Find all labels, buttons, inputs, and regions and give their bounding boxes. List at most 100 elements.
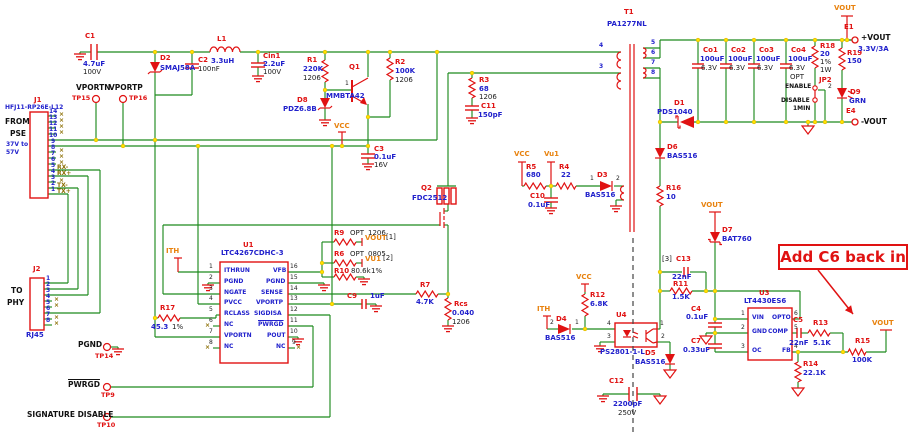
schematic-label: × bbox=[59, 129, 65, 136]
schematic-label: PDS1040 bbox=[657, 108, 693, 116]
schematic-label: 3 bbox=[46, 287, 51, 294]
schematic-label: R2 bbox=[395, 58, 406, 66]
schematic-label: 1 bbox=[590, 175, 594, 182]
schematic-label: 1% bbox=[371, 267, 383, 275]
schematic-label: U1 bbox=[243, 241, 254, 249]
schematic-label: 10 bbox=[49, 132, 58, 139]
schematic-label: Co1 bbox=[703, 46, 718, 54]
schematic-label: BAS516 bbox=[667, 152, 698, 160]
schematic-label: D8 bbox=[297, 96, 308, 104]
schematic-label: LT4430ES6 bbox=[744, 297, 787, 305]
schematic-label: 16V bbox=[374, 161, 388, 169]
schematic-label: 1% bbox=[172, 323, 184, 331]
schematic-label: OC bbox=[752, 347, 762, 354]
schematic-label: 2 bbox=[46, 281, 51, 288]
schematic-label: × bbox=[54, 320, 60, 327]
schematic-label: 1% bbox=[820, 58, 832, 66]
schematic-label: R9 bbox=[334, 229, 345, 237]
schematic-label: PWRGD bbox=[258, 321, 284, 328]
schematic-label: 2 bbox=[550, 319, 554, 326]
schematic-label: 9 bbox=[292, 339, 296, 346]
schematic-label: R7 bbox=[420, 281, 431, 289]
schematic-label: 57V bbox=[6, 149, 19, 156]
schematic-label: R13 bbox=[813, 319, 829, 327]
schematic-label: 12 bbox=[49, 120, 58, 127]
testpoint-label: TP15 bbox=[72, 94, 91, 102]
schematic-label: 1uF bbox=[370, 292, 385, 300]
schematic-label: 45.3 bbox=[151, 323, 169, 331]
schematic-label: × bbox=[54, 302, 60, 309]
schematic-label: PGND bbox=[78, 340, 103, 349]
schematic-label: C5 bbox=[793, 316, 804, 324]
schematic-label: 3 bbox=[607, 333, 611, 340]
schematic-label: D1 bbox=[674, 99, 685, 107]
net-label: Vu1 bbox=[544, 150, 560, 158]
net-label: VOUT bbox=[834, 4, 856, 12]
schematic-label: TX- bbox=[57, 182, 68, 189]
schematic-label: 2 bbox=[209, 274, 213, 281]
schematic-label: NC bbox=[224, 321, 234, 328]
schematic-label: R18 bbox=[820, 42, 836, 50]
schematic-label: PWRGD bbox=[68, 380, 100, 389]
schematic-label: 2200pF bbox=[613, 400, 643, 408]
schematic-label: TX+ bbox=[57, 188, 71, 195]
schematic-label: 4 bbox=[599, 42, 604, 49]
schematic-label: Rcs bbox=[454, 300, 468, 308]
schematic-label: 7 bbox=[46, 311, 51, 318]
schematic-label: 6.3V bbox=[789, 64, 805, 72]
schematic-label: 100uF bbox=[728, 55, 753, 63]
schematic-label: C11 bbox=[481, 102, 496, 110]
schematic-label: 220K bbox=[303, 65, 324, 73]
schematic-label: 4 bbox=[209, 295, 213, 302]
schematic-label: 680 bbox=[526, 171, 541, 179]
schematic-label: VPORTP bbox=[109, 83, 143, 92]
schematic-label: RX- bbox=[57, 164, 69, 171]
schematic-label: D7 bbox=[722, 226, 733, 234]
schematic-label: 3 bbox=[209, 285, 213, 292]
schematic-label: COMP bbox=[768, 328, 788, 335]
net-label: VOUT bbox=[872, 319, 894, 327]
schematic-label: 14 bbox=[290, 285, 298, 292]
schematic-label: RJ45 bbox=[26, 331, 44, 339]
schematic-label: TO bbox=[11, 286, 23, 295]
schematic-label: 13 bbox=[49, 114, 58, 121]
schematic-label: SIGDISA bbox=[254, 310, 282, 317]
schematic-label: 80.6k bbox=[351, 267, 371, 275]
schematic-label: 6 bbox=[51, 156, 56, 163]
schematic-label: E4 bbox=[846, 107, 856, 115]
schematic-label: 5.1K bbox=[813, 339, 831, 347]
schematic-label: NC bbox=[224, 343, 234, 350]
schematic-label: × bbox=[59, 177, 65, 184]
schematic-label: × bbox=[54, 296, 60, 303]
schematic-label: 0.33uF bbox=[683, 346, 711, 354]
schematic-label: 14 bbox=[49, 108, 58, 115]
testpoint-label: TP14 bbox=[95, 352, 114, 360]
schematic-label: 11 bbox=[49, 126, 58, 133]
schematic-label: 4 bbox=[46, 293, 51, 300]
schematic-label: 6 bbox=[651, 49, 656, 56]
schematic-label: × bbox=[59, 123, 65, 130]
schematic-label: BAS516 bbox=[585, 191, 616, 199]
schematic-label: BAS516 bbox=[545, 334, 576, 342]
schematic-label: 100K bbox=[852, 356, 873, 364]
schematic-label: 100nF bbox=[198, 65, 220, 73]
schematic-label: 2 bbox=[616, 175, 620, 182]
schematic-label: RCLASS bbox=[224, 310, 250, 317]
schematic-label: × bbox=[296, 344, 302, 351]
schematic-label: FDC2512 bbox=[412, 194, 448, 202]
schematic-label: D4 bbox=[556, 315, 567, 323]
schematic-label: 6.3V bbox=[701, 64, 717, 72]
schematic-label: C13 bbox=[676, 255, 691, 263]
schematic-label: 1 bbox=[209, 263, 213, 270]
schematic-label: 22 bbox=[561, 171, 571, 179]
schematic-label: PHY bbox=[7, 298, 25, 307]
schematic-label: × bbox=[205, 344, 211, 351]
schematic-label: VPORTN bbox=[76, 83, 111, 92]
schematic-label: D5 bbox=[645, 349, 656, 357]
schematic-label: -VOUT bbox=[861, 117, 887, 126]
schematic-label: +VOUT bbox=[861, 33, 891, 42]
schematic-label: 2 bbox=[828, 83, 832, 90]
schematic-label: 3 bbox=[51, 174, 56, 181]
schematic-label: 6.3V bbox=[757, 64, 773, 72]
schematic-label: 15 bbox=[290, 274, 298, 281]
